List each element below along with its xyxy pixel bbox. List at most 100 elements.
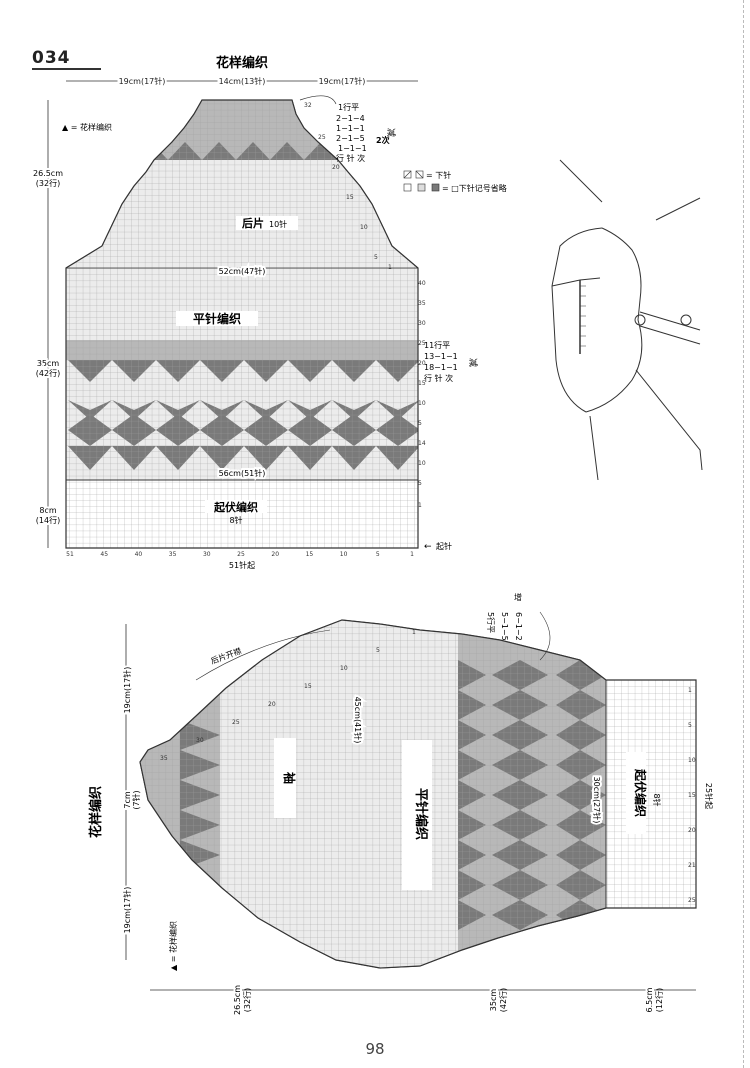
- cast-on-count: 51针起: [229, 560, 255, 570]
- dec-word-top: 减: [385, 128, 397, 137]
- sleeve-row-mark: 1: [412, 629, 416, 636]
- body-row-mark: 5: [418, 480, 422, 487]
- body-col-mark: 51: [66, 551, 74, 558]
- sleeve-dim-top: 19cm(17针): [122, 667, 132, 714]
- body-row-mark: 14: [418, 440, 426, 447]
- height-bottom-rows: (14行): [36, 515, 60, 525]
- cuff-row-mark: 5: [688, 722, 692, 729]
- body-row-mark: 1: [418, 502, 422, 509]
- sweater-schematic: [551, 159, 703, 481]
- sleeve-row-mark: 15: [304, 683, 312, 690]
- sleeve-inc-row0: 5行平: [486, 612, 496, 633]
- sleeve-row-mark: 10: [340, 665, 348, 672]
- body-col-mark: 45: [100, 551, 108, 558]
- sleeve-border: [139, 619, 697, 969]
- height-mid-rows: (42行): [36, 368, 60, 378]
- schematic-button-1: [634, 314, 646, 326]
- body-section-title: 花样编织: [216, 55, 268, 71]
- garter-label: 起伏编织: [213, 500, 258, 514]
- schematic-front-curve: [585, 319, 643, 413]
- body-col-mark: 40: [135, 551, 143, 558]
- body-row-mark: 32: [304, 102, 312, 109]
- sleeve-row-mark: 35: [160, 755, 168, 762]
- sleeve-bottom-dim5: (12行): [654, 988, 664, 1012]
- sleeve-label-box: [274, 738, 296, 818]
- body-top-zigzag: [100, 142, 134, 160]
- body-row-mark: 1: [388, 264, 392, 271]
- legend-swatch-light: [417, 183, 426, 192]
- dec-note-1-legend: 行 针 次: [336, 153, 365, 163]
- body-row-mark: 20: [418, 360, 426, 367]
- legend-swatch-dark: [431, 183, 440, 192]
- schematic-button-2: [680, 314, 692, 326]
- sleeve-row-mark: 5: [376, 647, 380, 654]
- garter-box: [205, 500, 267, 513]
- schematic-neck: [601, 227, 642, 321]
- symbol-legend-1: = 下针: [426, 170, 451, 180]
- schematic-placket-ticks: [580, 285, 586, 347]
- dec-note-1-row3: 2−1−5: [336, 134, 365, 143]
- back-label-box: [236, 216, 298, 230]
- body-row-mark: 40: [418, 280, 426, 287]
- schematic-line-c: [589, 415, 599, 481]
- body-col-mark: 10: [340, 551, 348, 558]
- cuff-cast-on: 25针起: [704, 783, 714, 809]
- body-row-mark: 5: [374, 254, 378, 261]
- body-row-mark: 35: [418, 300, 426, 307]
- sleeve-inc-row2: 6−1−2: [514, 612, 523, 641]
- dec-note-1-times: 2次: [376, 135, 390, 145]
- cuff-row-mark: 25: [688, 897, 696, 904]
- body-col-mark: 35: [169, 551, 177, 558]
- sleeve-bottom-dim3: (42行): [498, 988, 508, 1012]
- legend-swatch-white: [403, 183, 412, 192]
- sleeve-width-30: 30cm(27针): [592, 777, 602, 824]
- body-row-mark: 25: [318, 134, 326, 141]
- sleeve-pattern-legend: ▲ = 花样编织: [168, 921, 178, 971]
- sleeve-bottom-dim0: 26.5cm: [233, 985, 242, 1015]
- sleeve-inc-word: 增: [514, 592, 522, 602]
- back-piece-border: [65, 99, 419, 549]
- sleeve-label: 袖: [282, 772, 297, 784]
- body-col-mark: 20: [271, 551, 279, 558]
- sleeve-dim-bottom: 19cm(17针): [122, 887, 132, 934]
- width-56-label: 56cm(51针): [219, 468, 266, 478]
- sleeve-dim-mid-st: (7针): [131, 790, 141, 809]
- schematic-strap-top: [639, 311, 701, 331]
- schematic-placket-top: [551, 277, 601, 287]
- schematic-line-a: [559, 159, 603, 203]
- cuff-garter: 起伏编织: [633, 768, 648, 817]
- schematic-line-b: [655, 197, 701, 221]
- cuff-row-mark: 20: [688, 827, 696, 834]
- sleeve-inc-row1: 5−1−5: [500, 612, 509, 641]
- sleeve-row-mark: 30: [196, 737, 204, 744]
- dec-note-2-row1: 13−1−1: [424, 352, 458, 361]
- body-col-mark: 25: [237, 551, 245, 558]
- cast-on-arrow-icon: ←: [424, 542, 432, 552]
- cuff-label-box: [626, 752, 646, 834]
- dec-note-curve-top: [299, 95, 337, 105]
- cuff-row-mark: 21: [688, 862, 696, 869]
- inc-bracket: [539, 611, 551, 661]
- top-width-right: 19cm(17针): [319, 76, 366, 86]
- plain-knit-box: [176, 311, 258, 326]
- width-52-label: 52cm(47针): [219, 266, 266, 276]
- dec-word-bottom: 减: [467, 358, 479, 367]
- plain-knit-label: 平针编织: [193, 311, 241, 326]
- dec-note-1-row0: 1行平: [338, 102, 359, 112]
- sleeve-dim-mid-cm: 7cm: [123, 791, 132, 808]
- cast-on-label: 起针: [436, 541, 452, 551]
- schematic-shoulder-left: [551, 227, 603, 287]
- sleeve-bottom-dim4: 6.5cm: [645, 987, 654, 1012]
- body-col-mark: 15: [306, 551, 314, 558]
- sleeve-pattern-label: 花样编织: [88, 786, 104, 838]
- sleeve-plain-knit: 平针编织: [413, 788, 429, 840]
- cuff-row-mark: 15: [688, 792, 696, 799]
- cuff-stitch: 8针: [652, 793, 662, 806]
- back-stitch: 10针: [269, 219, 287, 229]
- body-col-mark: 5: [376, 551, 380, 558]
- sleeve-bottom-dim1: (32行): [242, 988, 252, 1012]
